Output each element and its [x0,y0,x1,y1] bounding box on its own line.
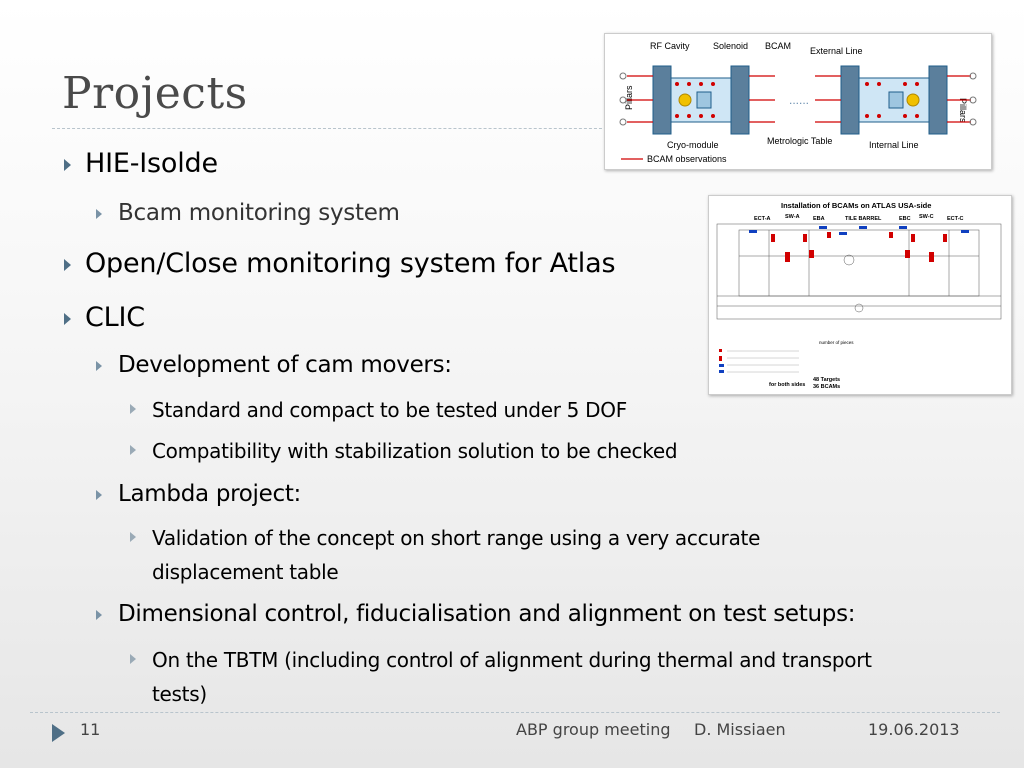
bullet-arrow-icon [96,209,102,219]
label-internal-line: Internal Line [869,140,919,150]
bullet-text: Standard and compact to be tested under … [152,398,627,422]
bullet-text: Validation of the concept on short range… [152,526,761,584]
label-external-line: External Line [810,46,863,56]
bullet-text: Dimensional control, fiducialisation and… [118,601,856,627]
bullet-text: CLIC [85,302,145,333]
bullet-clic: CLIC [64,302,145,333]
section-label: EBC [899,216,911,222]
bullet-text: Lambda project: [118,481,301,507]
bullet-open-close: Open/Close monitoring system for Atlas [64,248,616,279]
detector-drawing [716,223,1002,320]
title-divider [52,128,612,129]
bcam-dots [675,82,919,118]
bullet-arrow-icon [64,313,71,325]
bullet-arrow-icon [64,159,71,171]
legend-lines [727,350,799,373]
legend-header: number of pieces [819,340,854,345]
pillar-circles [619,72,977,126]
bullet-cam-movers: Development of cam movers: [96,352,452,378]
bullet-bcam-monitoring: Bcam monitoring system [96,200,400,226]
left-module [652,65,750,135]
bullet-arrow-icon [64,259,71,271]
bullet-text: On the TBTM (including control of alignm… [152,648,872,706]
section-label: SW-C [919,214,934,220]
bullet-text: Bcam monitoring system [118,200,400,226]
for-both-sides: for both sides [769,382,805,388]
target-markers [749,226,969,235]
label-pillars-left: Pillars [624,85,634,110]
footer-date: 19.06.2013 [868,720,960,739]
bcam-schematic-figure: RF Cavity Solenoid BCAM External Line Pi… [604,33,992,170]
section-label: SW-A [785,214,800,220]
label-cryo-module: Cryo-module [667,140,719,150]
bullet-text: Open/Close monitoring system for Atlas [85,248,616,279]
bullet-validation: Validation of the concept on short range… [130,521,900,589]
slide-title: Projects [62,68,248,119]
bcam-markers [771,232,947,262]
section-label: EBA [813,216,825,222]
targets-count: 48 Targets [813,377,840,383]
bullet-lambda: Lambda project: [96,481,301,507]
bullet-arrow-icon [130,654,136,664]
bullet-text: HIE-Isolde [85,148,218,179]
section-label: ECT-C [947,216,964,222]
footer-meeting: ABP group meeting [516,720,671,739]
bullet-tbtm: On the TBTM (including control of alignm… [130,643,920,711]
bullet-arrow-icon [130,532,136,542]
bullet-arrow-icon [96,610,102,620]
right-module [840,65,948,135]
bullet-compatibility: Compatibility with stabilization solutio… [130,434,810,468]
label-bcam: BCAM [765,41,791,51]
section-label: TILE BARREL [845,216,882,222]
label-metrologic-table: Metrologic Table [767,136,832,146]
bcams-count: 36 BCAMs [813,384,840,390]
footer-author: D. Missiaen [694,720,786,739]
bullet-arrow-icon [130,404,136,414]
label-rf-cavity: RF Cavity [650,41,690,51]
bullet-text: Development of cam movers: [118,352,452,378]
bullet-arrow-icon [96,361,102,371]
atlas-installation-figure: Installation of BCAMs on ATLAS USA-side … [708,195,1012,395]
figure2-title: Installation of BCAMs on ATLAS USA-side [781,201,931,210]
bullet-standard-compact: Standard and compact to be tested under … [130,393,730,427]
page-number: 11 [80,720,101,739]
label-solenoid: Solenoid [713,41,748,51]
bullet-arrow-icon [130,445,136,455]
legend-symbols [719,349,724,373]
bullet-arrow-icon [96,490,102,500]
footer-arrow-icon [52,724,65,742]
label-pillars-right: Pillars [958,98,968,123]
label-bcam-observations: BCAM observations [647,154,727,164]
bcam-observation-arrows [627,75,971,123]
bullet-dimensional: Dimensional control, fiducialisation and… [96,601,856,627]
bullet-hie-isolde: HIE-Isolde [64,148,218,179]
continuation-dots: ...... [789,93,809,107]
bullet-text: Compatibility with stabilization solutio… [152,439,678,463]
section-label: ECT-A [754,216,771,222]
footer-divider [30,712,1000,713]
